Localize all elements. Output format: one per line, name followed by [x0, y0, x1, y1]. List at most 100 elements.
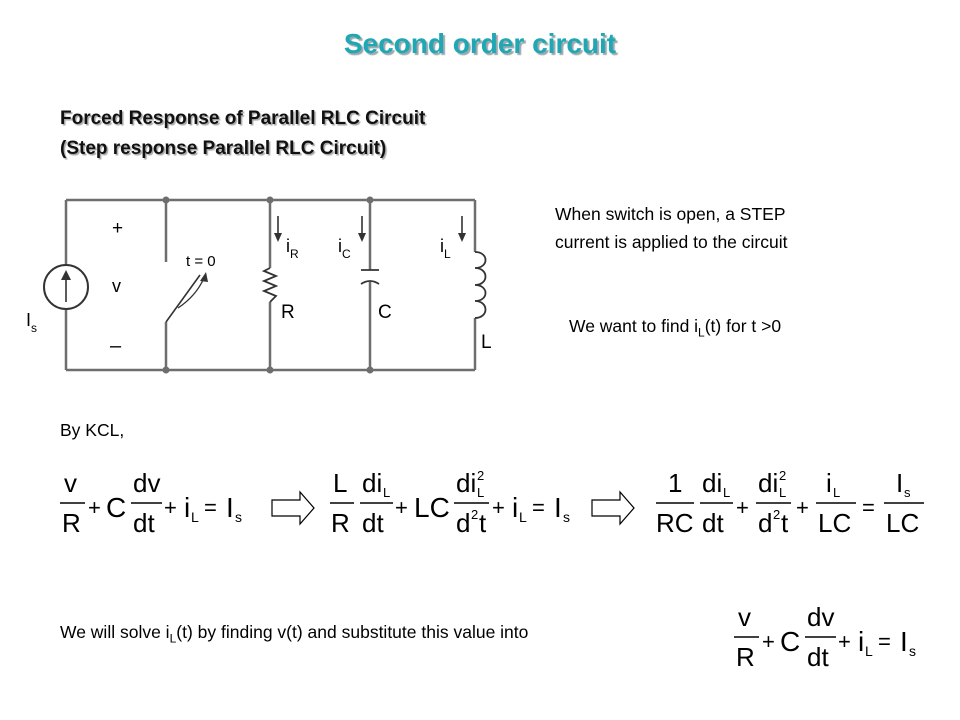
svg-text:dv: dv — [133, 468, 160, 498]
slide-title: Second order circuit — [343, 28, 617, 59]
svg-text:di: di — [758, 468, 778, 498]
subtitle-line-1: Forced Response of Parallel RLC Circuit — [60, 108, 426, 129]
svg-text:i: i — [858, 626, 864, 657]
circuit-nodes — [162, 196, 374, 374]
capacitor-label: C — [378, 302, 392, 323]
iL-arrow-icon — [458, 233, 466, 242]
circuit-wires — [64, 198, 477, 372]
svg-text:L: L — [477, 485, 484, 500]
resistor-label: R — [281, 302, 295, 323]
svg-text:L: L — [519, 509, 527, 525]
capacitor-icon — [360, 269, 380, 285]
inductor-label: L — [481, 332, 492, 353]
svg-text:1: 1 — [668, 468, 682, 498]
kcl-equation-1: v R + C dv dt + i L = I s — [60, 468, 242, 538]
svg-text:dt: dt — [807, 642, 829, 672]
svg-text:+: + — [492, 495, 505, 520]
svg-text:C: C — [780, 626, 800, 657]
svg-text:LC: LC — [414, 492, 450, 523]
svg-text:L: L — [191, 509, 199, 525]
svg-text:s: s — [235, 509, 242, 525]
svg-text:I: I — [554, 492, 562, 523]
svg-text:I: I — [226, 492, 234, 523]
iL-label: iL — [440, 236, 451, 261]
svg-text:R: R — [736, 642, 755, 672]
svg-text:I: I — [896, 468, 903, 498]
switch-icon — [163, 262, 208, 323]
svg-text:=: = — [878, 629, 891, 654]
svg-text:C: C — [106, 492, 126, 523]
svg-text:=: = — [204, 495, 217, 520]
svg-text:+: + — [736, 495, 749, 520]
switch-label: t = 0 — [186, 253, 216, 270]
implies-arrow-icon — [591, 490, 635, 526]
svg-text:2: 2 — [779, 468, 786, 483]
svg-text:di: di — [362, 468, 382, 498]
svg-text:L: L — [383, 485, 390, 500]
svg-text:t: t — [479, 508, 487, 538]
svg-text:R: R — [62, 508, 81, 538]
note-line-1: When switch is open, a STEP — [555, 204, 786, 224]
svg-text:2: 2 — [773, 507, 780, 522]
svg-text:v: v — [738, 602, 751, 632]
solve-statement: We will solve iL(t) by finding v(t) and … — [60, 622, 529, 646]
svg-text:L: L — [833, 485, 840, 500]
subtitle-line-2: (Step response Parallel RLC Circuit) — [60, 138, 387, 159]
svg-text:i: i — [826, 468, 832, 498]
svg-text:s: s — [909, 643, 916, 659]
svg-text:L: L — [333, 468, 347, 498]
svg-text:I: I — [900, 626, 908, 657]
svg-text:L: L — [865, 643, 873, 659]
svg-text:s: s — [904, 485, 911, 500]
iC-label: iC — [338, 236, 351, 261]
svg-text:2: 2 — [471, 507, 478, 522]
svg-text:LC: LC — [818, 508, 851, 538]
note-line-2: current is applied to the circuit — [555, 232, 788, 252]
svg-text:+: + — [762, 629, 775, 654]
svg-text:+: + — [796, 495, 809, 520]
svg-text:=: = — [862, 495, 875, 520]
kcl-equation-4: v R + C dv dt + i L = I s — [734, 602, 916, 672]
current-source-icon — [43, 264, 89, 310]
svg-text:dv: dv — [807, 602, 834, 632]
svg-text:LC: LC — [886, 508, 919, 538]
svg-text:di: di — [456, 468, 476, 498]
inductor-icon — [474, 251, 487, 319]
voltage-label: v — [112, 276, 121, 296]
svg-text:d: d — [456, 508, 470, 538]
svg-text:d: d — [758, 508, 772, 538]
source-label: Is — [26, 310, 37, 335]
svg-text:t: t — [781, 508, 789, 538]
svg-text:RC: RC — [656, 508, 694, 538]
svg-text:dt: dt — [133, 508, 155, 538]
svg-text:=: = — [532, 495, 545, 520]
minus-sign: – — [110, 335, 122, 357]
svg-text:L: L — [779, 485, 786, 500]
svg-text:dt: dt — [362, 508, 384, 538]
iR-label: iR — [286, 236, 299, 261]
current-arrows — [277, 216, 463, 236]
goal-statement: We want to find iL(t) for t >0 — [569, 316, 782, 340]
svg-text:+: + — [88, 495, 101, 520]
implies-arrow-icon — [271, 490, 315, 526]
svg-text:+: + — [838, 629, 851, 654]
rlc-circuit-diagram: + v – Is t = 0 iR iC iL R C L — [26, 196, 492, 374]
kcl-equation-2: L R di L dt + LC di 2 L d 2 t + i L = I … — [330, 468, 570, 538]
iR-arrow-icon — [274, 233, 282, 242]
svg-text:+: + — [395, 495, 408, 520]
svg-text:v: v — [64, 468, 77, 498]
svg-text:i: i — [184, 492, 190, 523]
svg-text:s: s — [563, 509, 570, 525]
equations: v R + C dv dt + i L = I s L R di L dt + — [60, 468, 924, 672]
svg-text:L: L — [723, 485, 730, 500]
resistor-icon — [261, 267, 279, 303]
iC-arrow-icon — [358, 233, 366, 242]
svg-text:R: R — [331, 508, 350, 538]
svg-text:di: di — [702, 468, 722, 498]
kcl-label: By KCL, — [60, 420, 125, 440]
svg-text:i: i — [512, 492, 518, 523]
svg-text:dt: dt — [702, 508, 724, 538]
kcl-equation-3: 1 RC di L dt + di 2 L d 2 t + i L LC = I… — [656, 468, 924, 538]
svg-text:+: + — [164, 495, 177, 520]
svg-text:2: 2 — [477, 468, 484, 483]
